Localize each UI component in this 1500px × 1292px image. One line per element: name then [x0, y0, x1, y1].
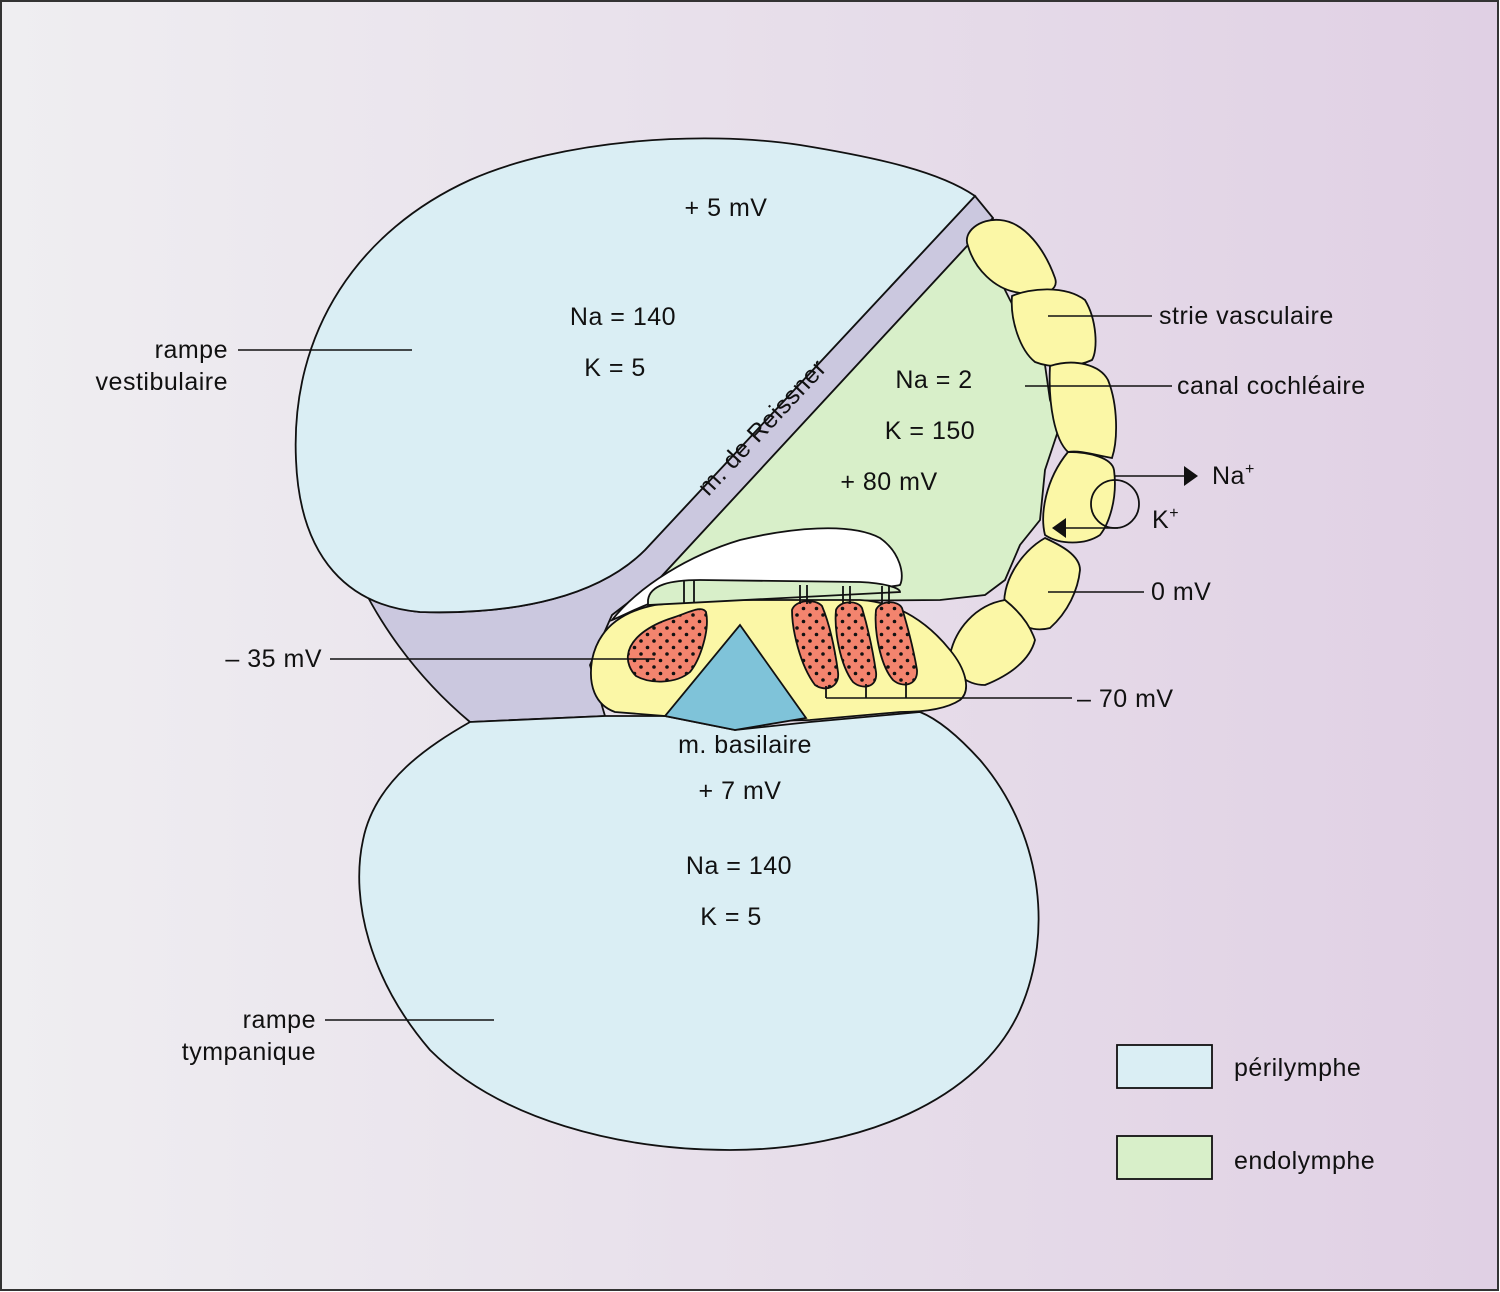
scala-tympani-k: K = 5: [700, 903, 762, 931]
stria-label: strie vasculaire: [1159, 302, 1334, 330]
k-arrow-head: [1052, 518, 1066, 538]
legend-endolymph-label: endolymphe: [1234, 1147, 1375, 1175]
scala-vestibuli-k: K = 5: [584, 354, 646, 382]
legend-perilymph-label: périlymphe: [1234, 1054, 1361, 1082]
scala-tympani-na: Na = 140: [686, 852, 792, 880]
scala-vestibuli-potential: + 5 mV: [685, 194, 768, 222]
tectorial-lower-layer: [647, 579, 901, 606]
scala-media-k: K = 150: [885, 417, 975, 445]
scala-vestibuli-na: Na = 140: [570, 303, 676, 331]
na-ion-text: Na: [1212, 462, 1245, 490]
inner-hair-cell-dots: [627, 609, 707, 682]
na-ion-sup: +: [1245, 461, 1255, 478]
scala-vestibuli-label-line1: rampe: [155, 336, 228, 364]
na-arrow-head: [1184, 466, 1198, 486]
outer-hair-cells: [791, 600, 918, 690]
leader-lines: [238, 315, 1172, 1021]
ion-transport: [1052, 466, 1198, 538]
canal-label: canal cochléaire: [1177, 372, 1366, 400]
scala-tympani-label-line2: tympanique: [182, 1038, 316, 1066]
scala-tympani: [358, 711, 1040, 1151]
legend-endolymph-swatch: [1116, 1135, 1213, 1180]
nerve-fibres: [825, 682, 907, 698]
inner-hair-cell-potential: – 35 mV: [225, 645, 322, 673]
scala-vestibuli-label-line2: vestibulaire: [96, 368, 228, 396]
k-ion-text: K: [1152, 506, 1169, 534]
scala-tympani-label-line1: rampe: [243, 1006, 316, 1034]
legend-perilymph-swatch: [1116, 1044, 1213, 1089]
k-ion-label: K+: [1152, 505, 1179, 534]
scala-media-potential: + 80 mV: [840, 468, 937, 496]
basilar-membrane-label: m. basilaire: [678, 731, 812, 759]
scala-tympani-potential: + 7 mV: [699, 777, 782, 805]
stria-vascularis: [949, 219, 1117, 686]
na-ion-label: Na+: [1212, 461, 1255, 490]
basilar-triangle: [663, 623, 808, 731]
scala-media-na: Na = 2: [895, 366, 972, 394]
scala-vestibuli: [294, 137, 977, 614]
k-ion-sup: +: [1169, 505, 1179, 522]
hair-cell-potential: – 70 mV: [1077, 685, 1174, 713]
stria-potential: 0 mV: [1151, 578, 1211, 606]
stereocilia: [683, 580, 890, 604]
